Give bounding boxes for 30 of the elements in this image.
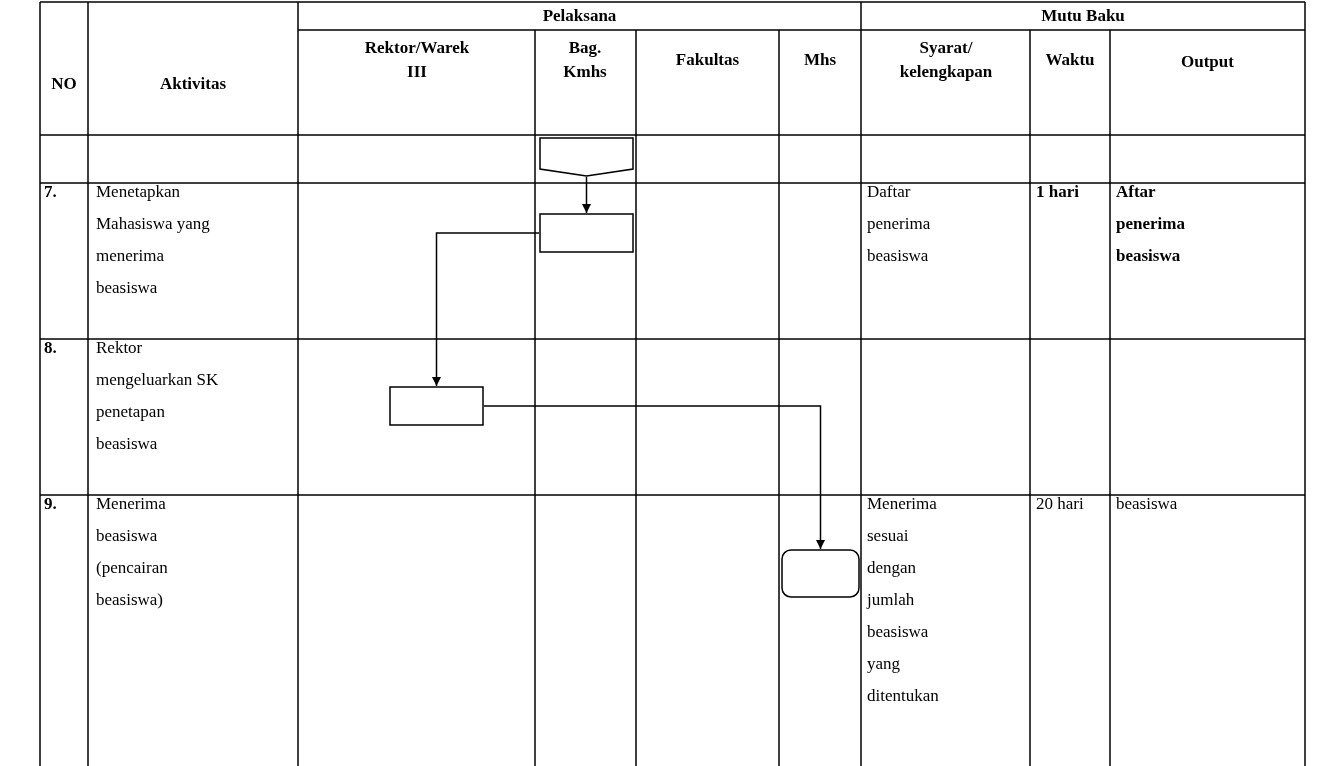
- terminator-symbol: [781, 549, 860, 598]
- duration-text: 1 hari: [1036, 181, 1080, 203]
- column-header: Mhs: [802, 49, 838, 71]
- column-header: Rektor/Warek III: [363, 37, 471, 83]
- column-header: NO: [50, 73, 78, 95]
- row-number: 9.: [44, 493, 58, 515]
- requirement-text: Menerima sesuai dengan jumlah beasiswa yang ditentukan: [867, 493, 940, 707]
- offpage-connector: [539, 137, 634, 177]
- output-text: Aftar penerima beasiswa: [1116, 181, 1186, 267]
- row-number: 8.: [44, 337, 58, 359]
- row-number: 7.: [44, 181, 58, 203]
- column-header: Syarat/ kelengkapan: [898, 37, 994, 83]
- duration-text: 20 hari: [1036, 493, 1085, 515]
- process-box: [389, 386, 484, 426]
- output-text: beasiswa: [1116, 493, 1179, 515]
- column-header: Fakultas: [674, 49, 741, 71]
- connector-arrow: [483, 405, 825, 550]
- process-box: [539, 213, 634, 253]
- group-header: Pelaksana: [541, 5, 618, 27]
- requirement-text: Daftar penerima beasiswa: [867, 181, 932, 267]
- column-header: Aktivitas: [158, 73, 228, 95]
- activity-text: Menetapkan Mahasiswa yang menerima beasiswa: [96, 181, 211, 299]
- connector-arrow: [432, 232, 540, 387]
- connector-arrow: [582, 176, 591, 214]
- column-header: Output: [1180, 51, 1235, 73]
- activity-text: Menerima beasiswa (pencairan beasiswa): [96, 493, 169, 611]
- column-header: Bag. Kmhs: [562, 37, 608, 83]
- activity-text: Rektor mengeluarkan SK penetapan beasiswa: [96, 337, 220, 455]
- column-header: Waktu: [1044, 49, 1096, 71]
- group-header: Mutu Baku: [1040, 5, 1126, 27]
